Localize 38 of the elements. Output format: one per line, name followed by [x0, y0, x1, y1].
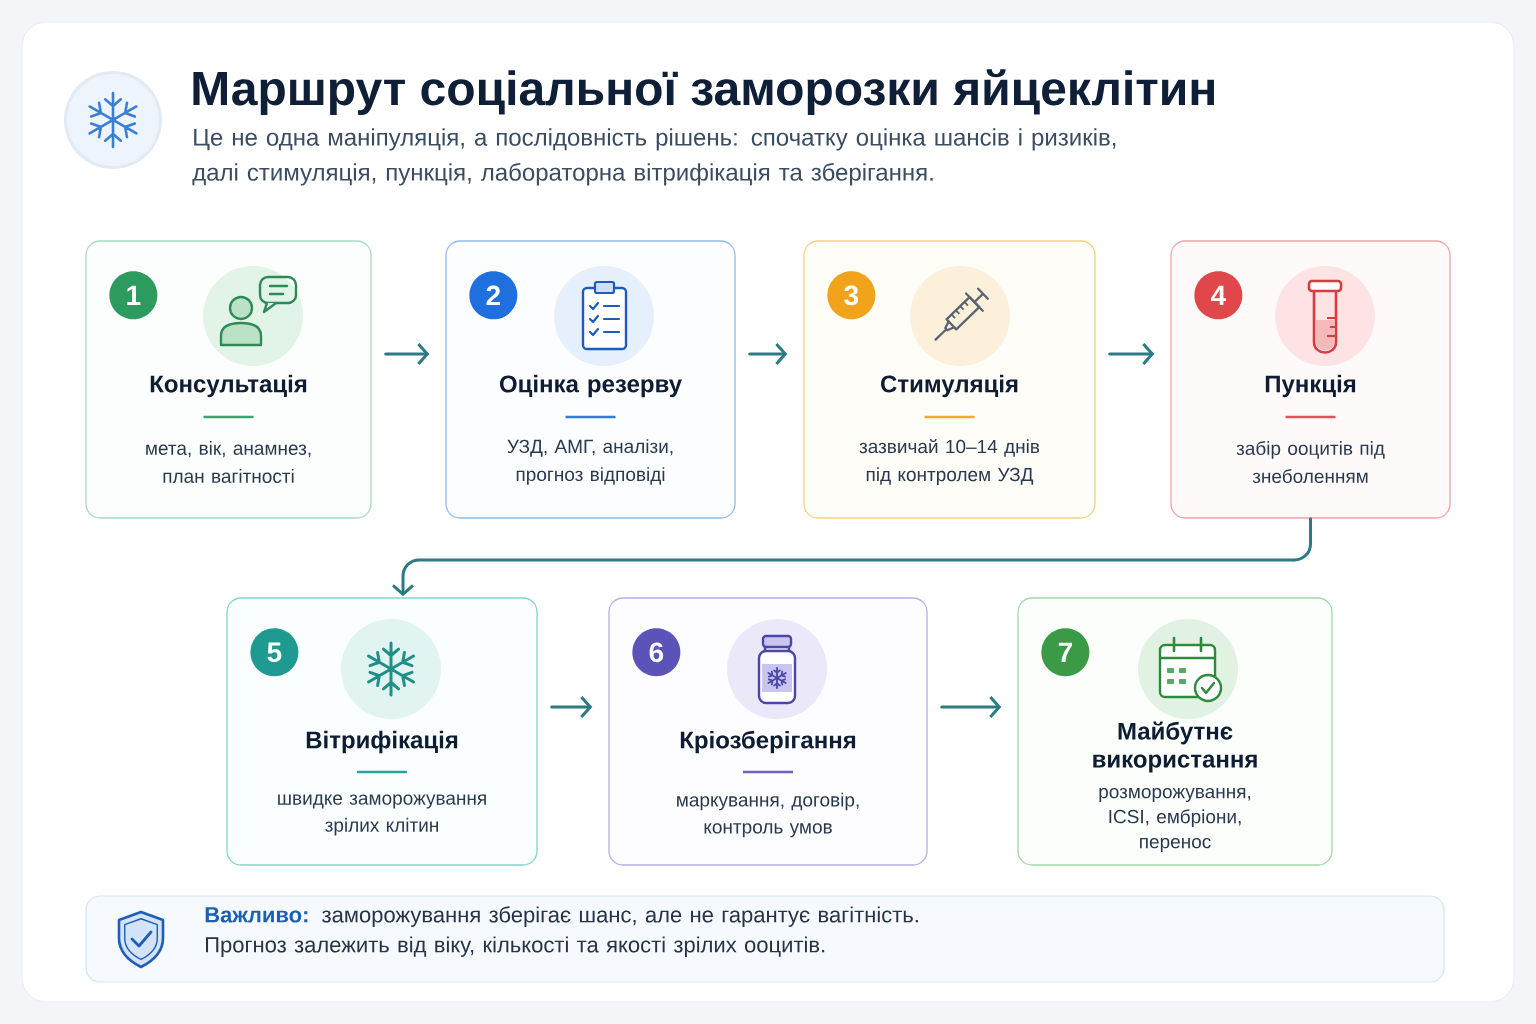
number-badge: 7	[1041, 628, 1090, 677]
step-card	[226, 597, 538, 866]
step-description: зазвичай 10–14 днів під контролем УЗД	[859, 439, 1040, 485]
step-title: Оцінка резерву	[499, 374, 682, 398]
note-text: Важливо: заморожування зберігає шанс, але не гарантує вагітність. Прогноз залежить від віку, кількості та якості зрілих ооцитів.	[205, 906, 918, 957]
step-title: Стимуляція	[881, 374, 1018, 398]
number-badge: 4	[1194, 271, 1243, 320]
step-title: Майбутнє використання	[1093, 721, 1257, 773]
step-title: Пункція	[1265, 374, 1356, 398]
step-title: Консультація	[150, 374, 307, 398]
number-badge: 1	[109, 271, 158, 320]
number-badge: 2	[469, 271, 518, 320]
arrow	[392, 517, 1312, 597]
step-description: маркування, договір, контроль умов	[677, 792, 859, 838]
step-description: швидке заморожування зрілих клітин	[278, 794, 486, 836]
step-card	[803, 240, 1096, 519]
arrow	[384, 343, 430, 365]
step-description: забір ооцитів під знеболенням	[1236, 440, 1385, 484]
number-badge: 3	[827, 271, 876, 320]
note-box	[85, 895, 1445, 983]
arrow	[550, 696, 593, 718]
step-card	[608, 597, 928, 866]
number-badge: 6	[632, 628, 681, 677]
step-title: Кріозберігання	[680, 730, 856, 754]
arrow	[748, 343, 788, 365]
step-description: УЗД, АМГ, аналізи, прогноз відповіді	[507, 439, 673, 485]
step-title: Вітрифікація	[306, 730, 458, 754]
number-badge: 5	[250, 628, 299, 677]
step-card	[1017, 597, 1333, 866]
step-description: розморожування, ICSI, ембріони, перенос	[1099, 787, 1251, 853]
step-description: мета, вік, анамнез, план вагітності	[146, 441, 311, 483]
step-card	[85, 240, 372, 519]
title: Маршрут соціальної заморозки яйцеклітин	[193, 69, 1214, 115]
arrow	[1108, 343, 1155, 365]
step-card	[1170, 240, 1451, 519]
subtitle: Це не одна маніпуляція, а послідовність рішень: спочатку оцінка шансів і ризиків, далі стимуляція, пункція, лабораторна вітрифікація та зберігання.	[192, 128, 1116, 186]
step-card	[445, 240, 736, 519]
arrow	[940, 696, 1002, 718]
